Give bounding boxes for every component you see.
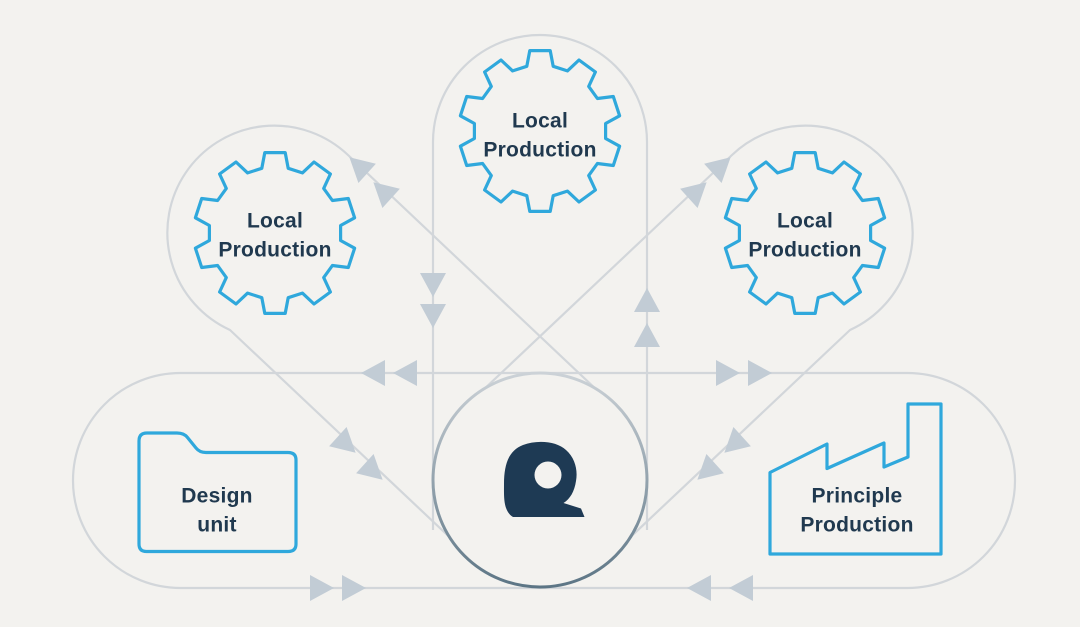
flow-arrow xyxy=(342,575,366,601)
label-line: Design xyxy=(181,484,253,508)
flow-arrow xyxy=(688,453,724,490)
label-line: unit xyxy=(197,513,237,536)
flow-arrow xyxy=(310,575,334,601)
flow-arrow xyxy=(716,360,740,386)
flow-arrow xyxy=(634,288,660,312)
node-label-local-production-right: Local Production xyxy=(748,208,861,265)
left-loop-track xyxy=(166,124,601,564)
flow-arrow xyxy=(420,304,446,328)
factory-icon xyxy=(768,402,943,556)
flow-arrow xyxy=(748,360,772,386)
label-line: Local xyxy=(511,109,569,133)
node-label-local-production-top: Local Production xyxy=(483,108,596,165)
gear-icon-top xyxy=(458,49,622,213)
folder-icon xyxy=(137,431,298,554)
label-line: Local xyxy=(776,209,834,233)
flow-arrow xyxy=(687,575,711,601)
flow-arrow xyxy=(361,360,385,386)
top-loop-track xyxy=(431,33,649,530)
label-line: Principle xyxy=(811,484,903,508)
flow-arrow xyxy=(715,426,751,463)
flow-arrow xyxy=(680,172,716,209)
flow-arrow xyxy=(364,172,400,209)
node-label-local-production-left: Local Production xyxy=(218,208,331,265)
flow-arrow xyxy=(729,575,753,601)
node-icons xyxy=(137,49,943,556)
label-line: Production xyxy=(748,238,862,261)
node-label-principle-production: Principle Production xyxy=(800,483,913,540)
flow-arrow xyxy=(329,426,365,463)
hub-circle xyxy=(431,371,649,589)
flow-arrow xyxy=(634,323,660,347)
gear-icon-right xyxy=(723,151,887,315)
flow-arrow xyxy=(393,360,417,386)
label-line: Local xyxy=(246,209,304,233)
label-line: Production xyxy=(218,238,332,261)
label-line: Production xyxy=(483,138,597,161)
right-loop-track xyxy=(479,124,914,564)
gear-icon-left xyxy=(193,151,357,315)
node-label-design-unit: Design unit xyxy=(181,483,253,540)
label-line: Production xyxy=(800,513,914,536)
flow-arrow xyxy=(356,453,392,490)
q-brand-logo-icon xyxy=(503,441,585,517)
hub-node xyxy=(431,371,649,589)
flow-arrow xyxy=(420,273,446,297)
